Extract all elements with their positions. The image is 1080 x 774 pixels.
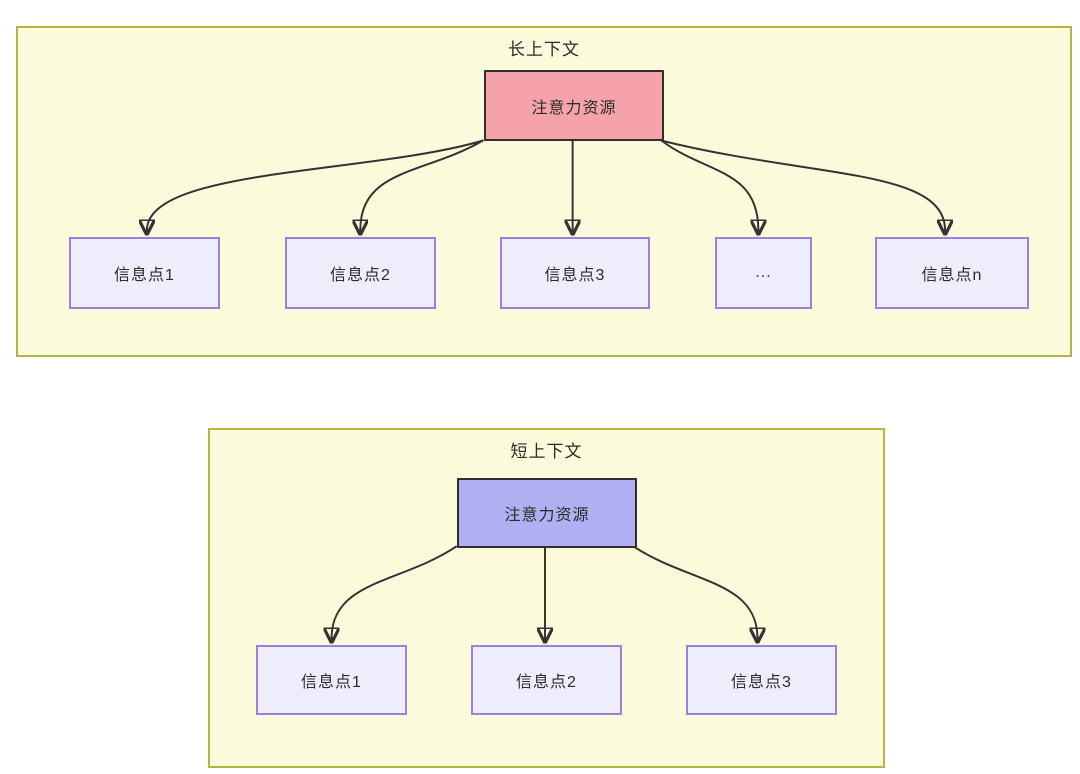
arrow-short-to-info-3: [632, 545, 758, 639]
panel-long-context: 长上下文 注意力资源 信息点1 信息点2 信息点3 ... 信息点n: [16, 26, 1072, 357]
arrow-long-to-info-2: [360, 139, 484, 231]
info-point-n-long: 信息点n: [875, 237, 1029, 309]
panel-long-context-title: 长上下文: [508, 40, 580, 59]
arrow-long-to-info-n: [660, 139, 946, 231]
info-point-1-short: 信息点1: [256, 645, 407, 715]
info-point-3-long: 信息点3: [500, 237, 650, 309]
info-point-1-long: 信息点1: [69, 237, 220, 309]
attention-resource-box-short: 注意力资源: [457, 478, 637, 548]
attention-resource-box-long: 注意力资源: [484, 70, 664, 141]
info-point-2-long: 信息点2: [285, 237, 436, 309]
arrow-long-to-info-1: [147, 139, 484, 231]
info-point-ellipsis-long: ...: [715, 237, 812, 309]
info-point-3-short: 信息点3: [686, 645, 837, 715]
panel-short-context-title: 短上下文: [510, 442, 583, 461]
arrow-long-to-info-dots: [660, 139, 759, 231]
arrow-short-to-info-1: [332, 545, 458, 639]
info-point-2-short: 信息点2: [471, 645, 622, 715]
panel-short-context: 短上下文 注意力资源 信息点1 信息点2 信息点3: [208, 428, 885, 768]
